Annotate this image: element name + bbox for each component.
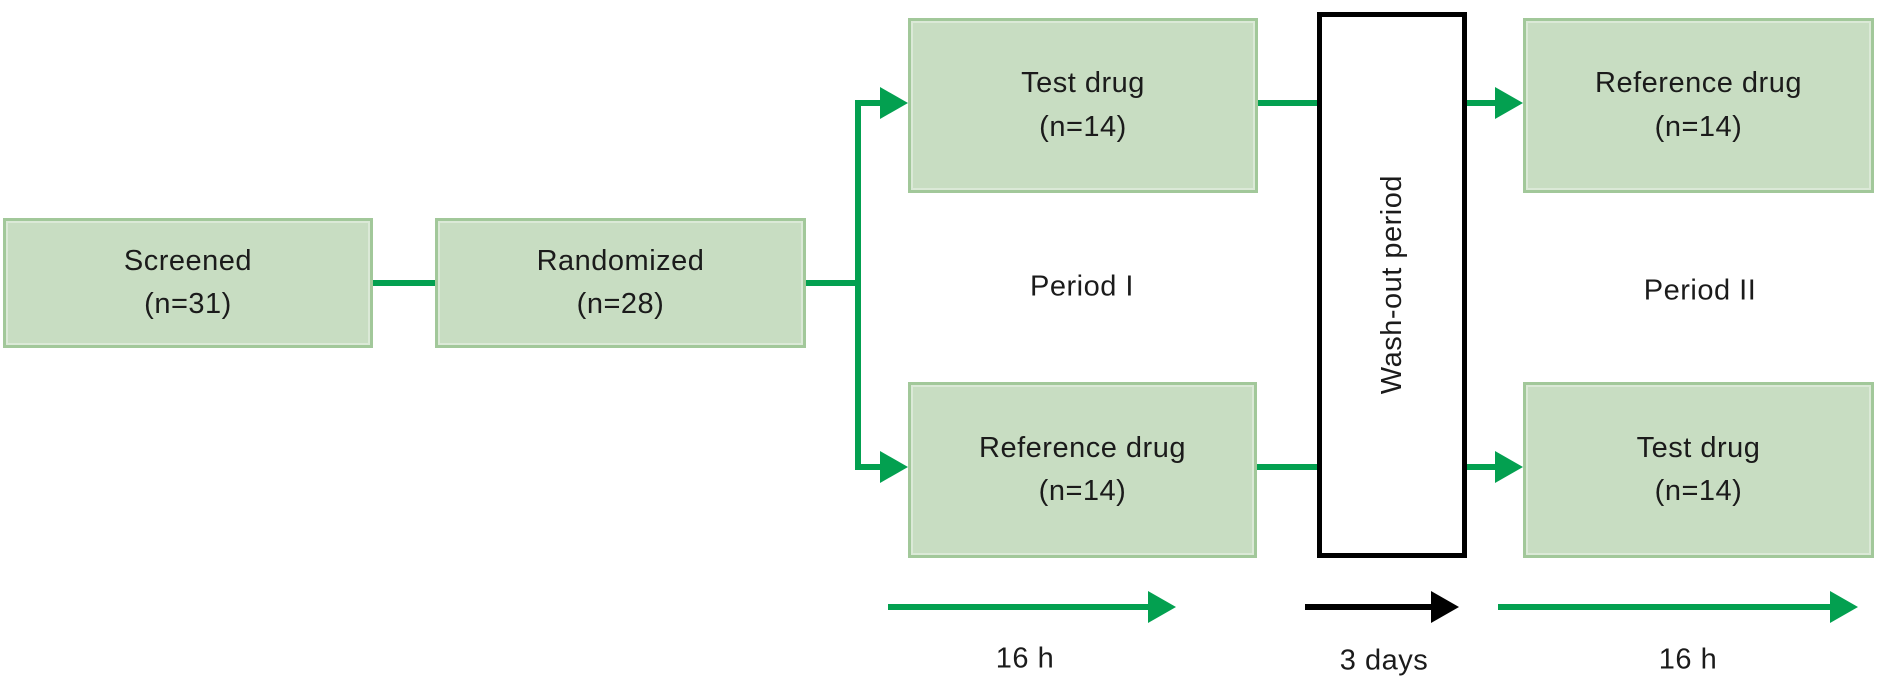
washout-box: Wash-out period — [1317, 12, 1467, 558]
box-screened: Screened (n=31) — [3, 218, 373, 348]
timeline-arrow-period2-head-icon — [1830, 591, 1858, 623]
box-randomized: Randomized (n=28) — [435, 218, 806, 348]
box-test-drug-period1-title: Test drug — [1021, 67, 1145, 99]
box-reference-drug-period2: Reference drug (n=14) — [1523, 18, 1874, 193]
box-reference-drug-period2-title: Reference drug — [1595, 67, 1802, 99]
arrowhead-to-reference-drug-period2-icon — [1495, 87, 1523, 119]
connector-washout-refdrug-line — [1467, 100, 1497, 106]
box-reference-drug-period1-count: (n=14) — [1038, 475, 1127, 507]
timeline-arrow-washout-head-icon — [1431, 591, 1459, 623]
connector-washout-testdrug-line — [1467, 464, 1497, 470]
arrowhead-to-reference-drug-period1-icon — [880, 451, 908, 483]
box-screened-title: Screened — [123, 244, 253, 277]
branch-arm-bottom-line — [855, 464, 883, 470]
connector-randomized-branch — [806, 280, 861, 286]
label-duration-period2: 16 h — [1658, 643, 1718, 676]
box-test-drug-period2: Test drug (n=14) — [1523, 382, 1874, 558]
washout-label: Wash-out period — [1375, 175, 1408, 395]
label-duration-washout: 3 days — [1339, 644, 1429, 677]
timeline-arrow-washout-line — [1305, 604, 1433, 610]
branch-vertical-line — [855, 100, 861, 470]
label-period-2: Period II — [1643, 274, 1757, 307]
box-reference-drug-period2-count: (n=14) — [1654, 110, 1743, 143]
box-randomized-count: (n=28) — [576, 288, 665, 320]
box-reference-drug-period1: Reference drug (n=14) — [908, 382, 1257, 558]
label-period-1: Period I — [1030, 270, 1134, 303]
branch-arm-top-line — [855, 100, 883, 106]
label-duration-period1: 16 h — [995, 642, 1055, 675]
timeline-arrow-period1-line — [888, 604, 1150, 610]
connector-testdrug-washout — [1258, 100, 1317, 106]
box-screened-count: (n=31) — [144, 288, 232, 320]
box-randomized-title: Randomized — [536, 244, 705, 277]
timeline-arrow-period1-head-icon — [1148, 591, 1176, 623]
arrowhead-to-test-drug-period1-icon — [880, 87, 908, 119]
connector-screened-randomized — [373, 280, 435, 286]
box-test-drug-period1: Test drug (n=14) — [908, 18, 1258, 193]
timeline-arrow-period2-line — [1498, 604, 1832, 610]
connector-refdrug-washout — [1257, 464, 1317, 470]
box-test-drug-period2-count: (n=14) — [1654, 475, 1743, 507]
box-reference-drug-period1-title: Reference drug — [979, 431, 1186, 464]
box-test-drug-period2-title: Test drug — [1636, 431, 1761, 464]
box-test-drug-period1-count: (n=14) — [1039, 110, 1127, 143]
arrowhead-to-test-drug-period2-icon — [1495, 451, 1523, 483]
